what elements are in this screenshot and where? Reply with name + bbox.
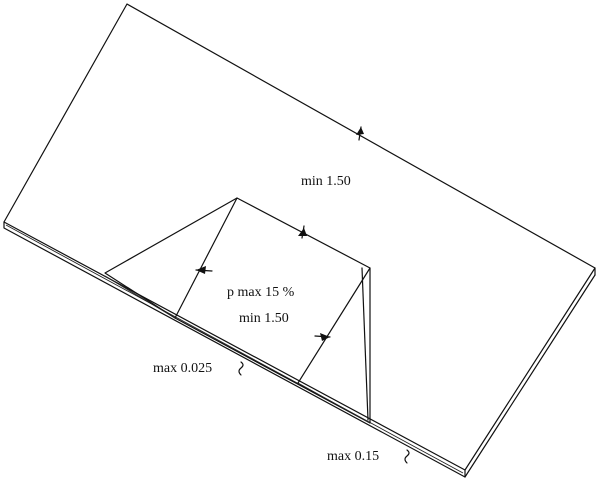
dimension-tick-top-ramp [301,225,305,239]
label-edge-max-small: max 0.025 [153,361,212,376]
ramp-left-flare-fold [174,197,238,319]
label-ramp-width: min 1.50 [239,311,289,326]
slab-front-edge [3,221,466,478]
ramp-bottom-curb-right [297,382,371,424]
label-edge-max-large: max 0.15 [327,449,379,464]
dimension-tick-platform [358,126,362,141]
slab-right-edge-thickness [464,274,596,478]
label-ramp-slope: p max 15 % [227,285,295,300]
dimension-tick-left-ramp [195,269,213,272]
slab-top-surface [3,3,596,471]
ramp-right-edge [361,267,369,421]
slab-front-edge-inner [5,224,464,474]
edge-marker-small [238,361,244,376]
ramp-bottom-curb-left [104,275,176,319]
curb-ramp [104,197,371,424]
label-platform-width: min 1.50 [301,174,351,189]
dimension-tick-right-ramp [314,335,331,338]
ramp-right-flare-fold [297,267,371,384]
edge-marker-large [404,449,410,464]
